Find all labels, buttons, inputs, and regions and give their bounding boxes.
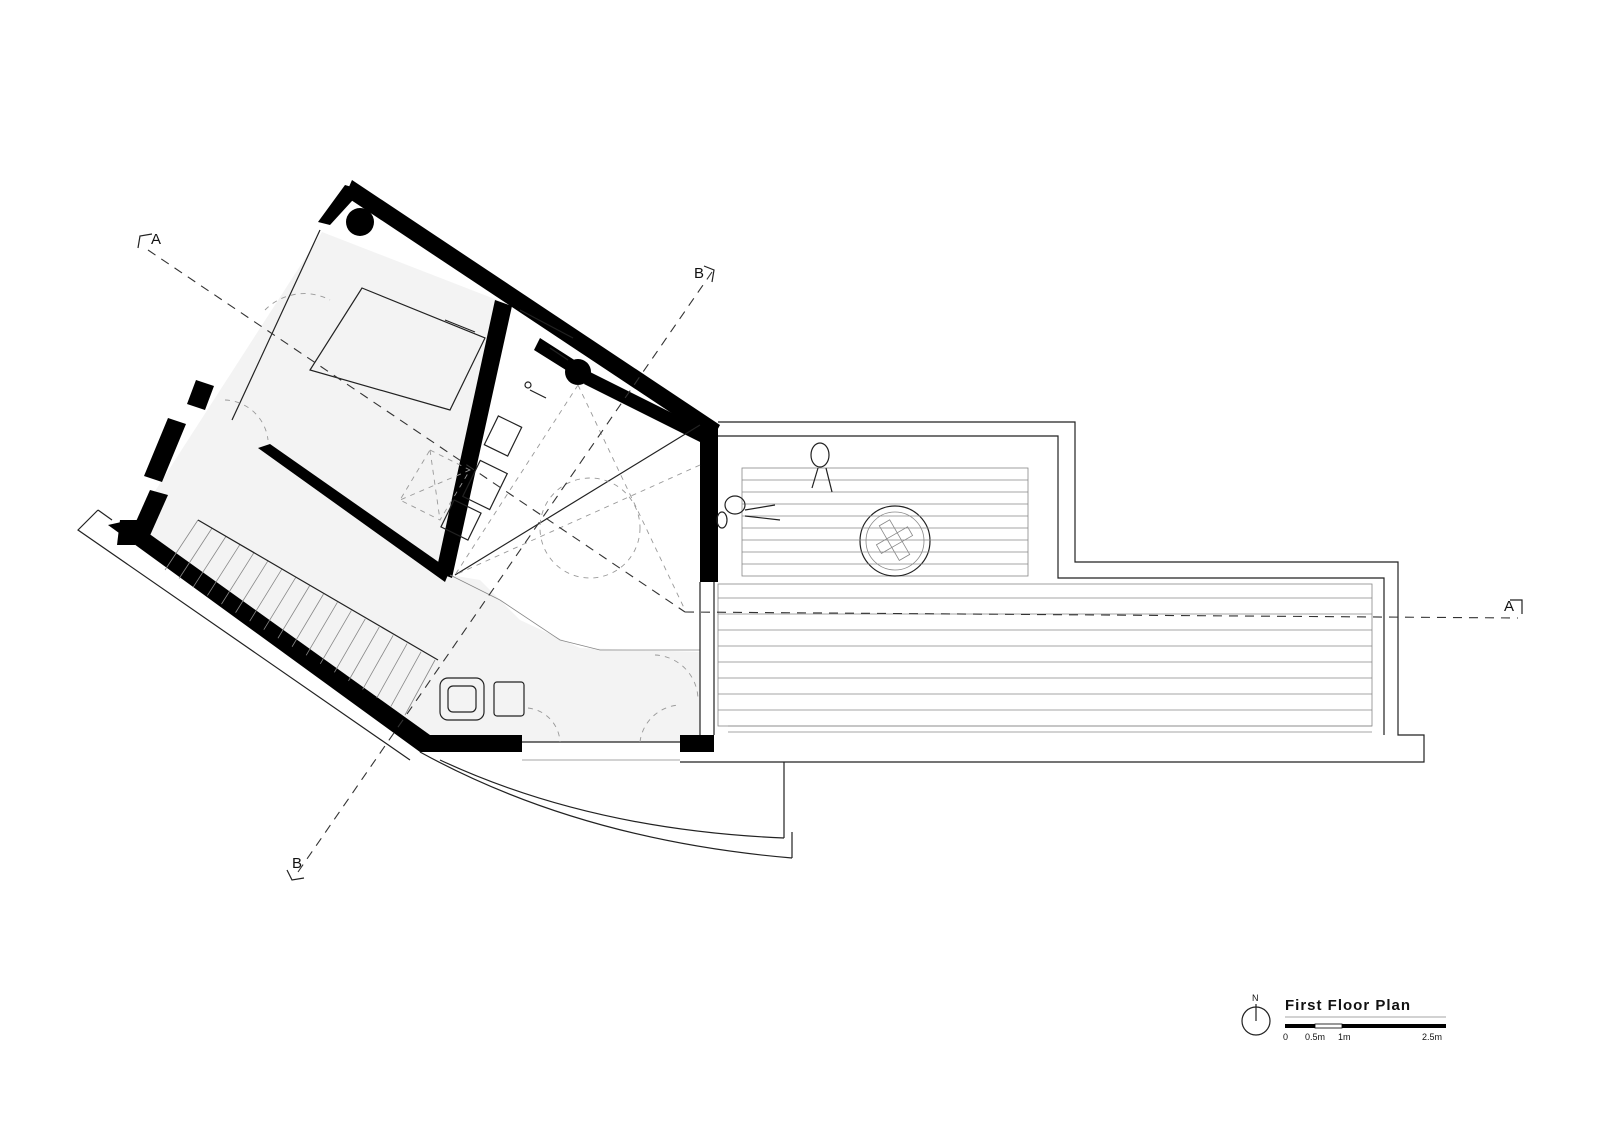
interior-lines — [231, 229, 715, 761]
stair-tread — [305, 602, 338, 656]
stair-tread — [291, 593, 324, 647]
deck-boards — [718, 479, 1372, 711]
terrace — [680, 421, 1425, 763]
title-block: N First Floor Plan 0 0.5m 1m 2.5m — [1241, 993, 1446, 1042]
section-b-top-label: B — [694, 265, 704, 282]
section-a-left-label: A — [151, 231, 161, 248]
stair-tread — [192, 536, 227, 588]
curved-balcony — [419, 751, 793, 859]
section-line-a — [137, 233, 1523, 619]
stair-tread — [249, 569, 282, 622]
stair-tread — [178, 528, 213, 579]
stair-tread — [277, 585, 310, 639]
doors — [224, 293, 699, 743]
scale-label-0: 0 — [1283, 1032, 1288, 1042]
stair-tread — [319, 610, 352, 665]
bed — [309, 287, 486, 411]
interior-floor — [130, 232, 700, 742]
bathroom-fixtures — [399, 381, 547, 541]
stair-tread — [207, 544, 241, 596]
person-figure-top — [810, 442, 833, 493]
stair-tread — [404, 659, 436, 716]
section-line-b — [286, 265, 715, 881]
stair-tread — [348, 626, 380, 682]
staircase — [164, 519, 439, 716]
section-b-bottom-label: B — [292, 855, 302, 872]
scale-label-1: 0.5m — [1305, 1032, 1325, 1042]
stair-tread — [362, 635, 394, 690]
void-diagram — [454, 384, 701, 611]
stair-tread — [334, 618, 366, 673]
building-walls — [108, 180, 720, 752]
stair-tread — [376, 643, 408, 699]
stair-tread — [221, 552, 255, 605]
section-a-right-label: A — [1504, 598, 1514, 615]
plan-title: First Floor Plan — [1285, 997, 1411, 1014]
north-label: N — [1252, 993, 1259, 1003]
stair-tread — [164, 519, 199, 571]
stair-outer-edge — [77, 509, 411, 761]
person-figure-left — [716, 495, 781, 529]
scale-label-3: 2.5m — [1422, 1032, 1442, 1042]
stair-stringer — [197, 519, 439, 661]
stair-tread — [235, 560, 269, 613]
stair-tread — [390, 651, 422, 707]
armchair — [439, 677, 525, 721]
stair-tread — [263, 577, 296, 630]
scale-label-2: 1m — [1338, 1032, 1351, 1042]
